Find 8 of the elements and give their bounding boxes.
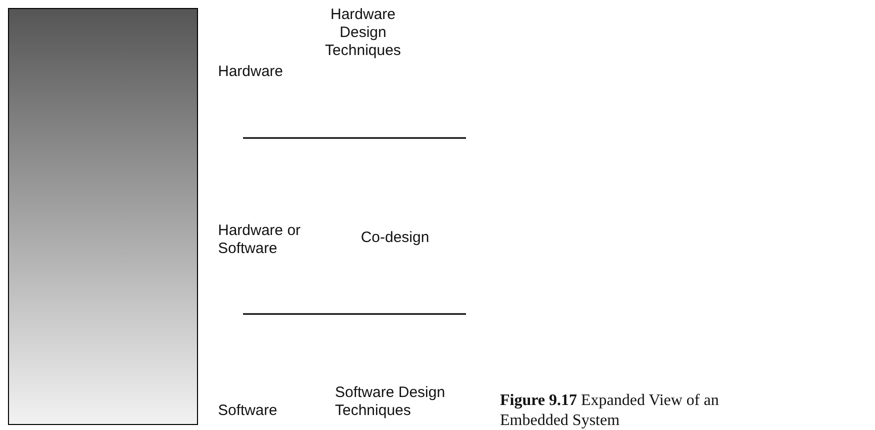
- figure-caption: Figure 9.17 Expanded View of an Embedded System: [500, 391, 720, 430]
- layer-label: Software: [218, 402, 278, 420]
- layer-label: Software Design Techniques: [335, 384, 446, 420]
- gradient-bar: [8, 8, 198, 425]
- layer-label: Hardware Design Techniques: [324, 6, 402, 60]
- layer-label: Co-design: [360, 229, 430, 247]
- layer-label: Hardware: [218, 63, 284, 81]
- layer-label: Hardware or Software: [218, 222, 302, 258]
